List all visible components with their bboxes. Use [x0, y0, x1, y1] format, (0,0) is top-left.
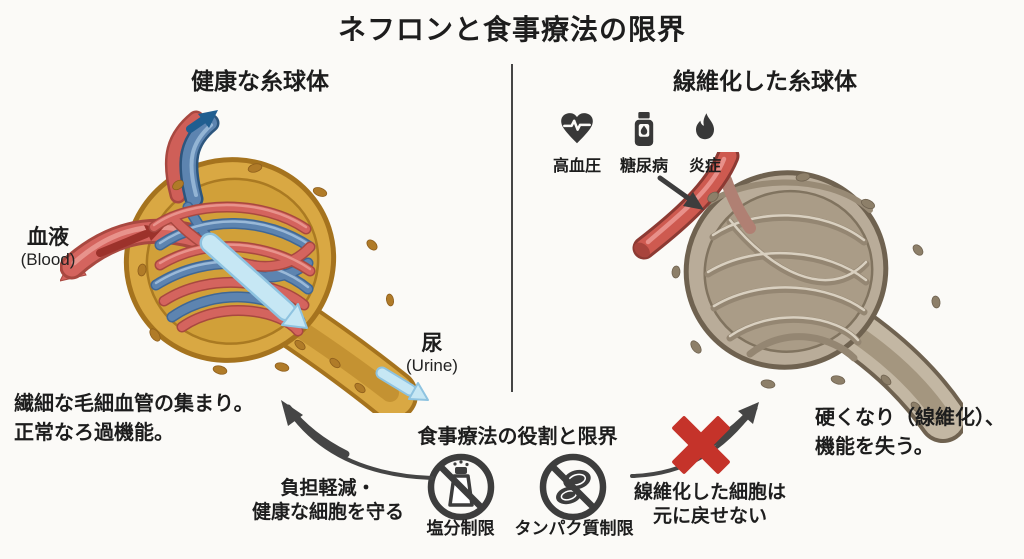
limit-text: 線維化した細胞は 元に戻せない: [633, 482, 786, 527]
risk-diabetes: 糖尿病: [620, 110, 668, 176]
benefit-text: 負担軽減・ 健康な細胞を守る: [251, 478, 404, 523]
limit-curved-arrow: [630, 402, 759, 478]
healthy-glomerulus-illustration: [60, 110, 429, 413]
diet-section-header: 食事療法の役割と限界: [417, 426, 618, 448]
page-title: ネフロンと食事療法の限界: [337, 14, 686, 45]
risk-label: 糖尿病: [620, 158, 669, 175]
flame-icon: [696, 113, 714, 140]
no-salt-icon: [427, 453, 495, 521]
urine-label: 尿 (Urine): [406, 332, 458, 376]
fibrotic-capsule-dots: [671, 172, 941, 413]
heart-pulse-icon: [561, 113, 593, 144]
blood-outflow-arrow: [186, 110, 218, 133]
risk-inflammation: 炎症: [687, 110, 723, 176]
risk-label: 炎症: [688, 158, 721, 175]
protein-restriction-label: タンパク質制限: [514, 519, 634, 538]
salt-restriction-label: 塩分制限: [426, 519, 495, 538]
filtrate-arrow: [199, 232, 308, 329]
healthy-description: 繊細な毛細血管の集まり。 正常なろ過機能。: [14, 393, 254, 444]
red-cross-icon: [672, 416, 730, 474]
fibrotic-description: 硬くなり（線維化）、 機能を失う。: [815, 407, 1005, 458]
risk-annotation-arrow: [657, 175, 704, 210]
urine-exit-arrow: [375, 366, 429, 401]
no-protein-icon: [539, 453, 607, 521]
fibrotic-glomerulus-illustration: [632, 152, 963, 443]
risk-factors-row: 高血圧 糖尿病 炎症: [553, 110, 723, 176]
center-divider: [511, 64, 513, 392]
risk-hypertension: 高血圧: [553, 110, 601, 176]
capsule-cell-dots: [137, 163, 395, 394]
fibrotic-glomerulus-header: 線維化した糸球体: [673, 68, 857, 94]
risk-label: 高血圧: [553, 158, 602, 175]
benefit-curved-arrow: [281, 400, 434, 480]
medicine-bottle-icon: [634, 112, 654, 146]
blood-label: 血液 (Blood): [20, 226, 76, 270]
healthy-glomerulus-header: 健康な糸球体: [191, 68, 329, 94]
